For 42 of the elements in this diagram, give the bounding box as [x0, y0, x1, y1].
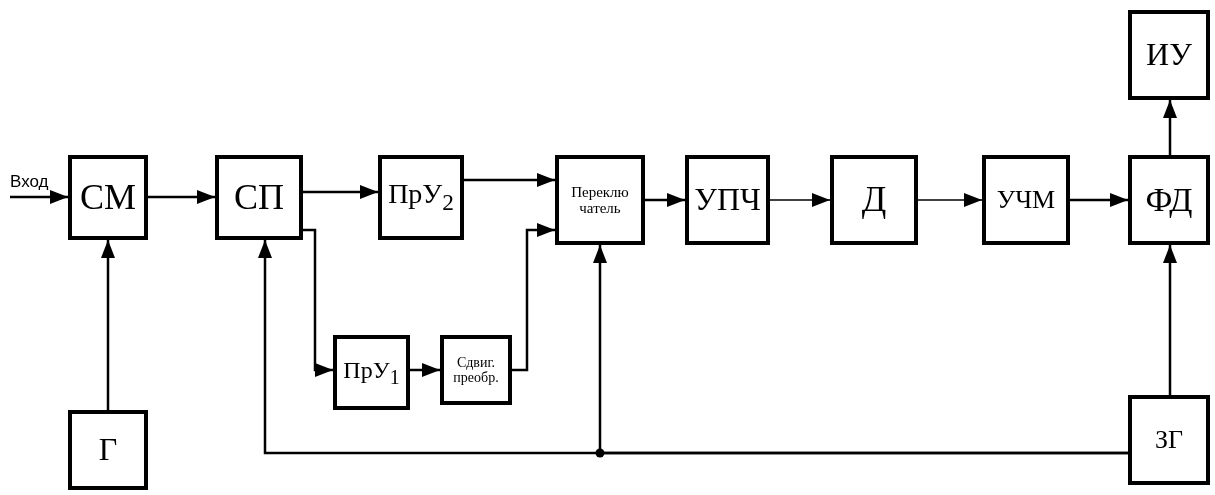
- block-box: [982, 155, 1070, 245]
- block-label: ИУ: [1146, 37, 1192, 73]
- arrow: [769, 193, 831, 207]
- arrow: [148, 190, 215, 204]
- arrow: [10, 190, 68, 204]
- block-box: [1128, 395, 1210, 485]
- block-box: [440, 335, 512, 405]
- block-label: СП: [234, 177, 284, 218]
- block-box: [685, 155, 770, 245]
- edge-label: Вход: [10, 172, 49, 192]
- arrow: [303, 185, 378, 199]
- block-box: [1128, 10, 1210, 100]
- arrow: [303, 228, 333, 377]
- arrow: [410, 363, 440, 377]
- block-box: [68, 410, 148, 490]
- block-label: Сдвиг. преобр.: [452, 354, 500, 386]
- arrow: [512, 223, 555, 372]
- block-box: [378, 155, 464, 240]
- block-label: ЗГ: [1154, 425, 1184, 455]
- arrow: [1163, 100, 1177, 155]
- arrow: [593, 245, 1128, 455]
- arrow: [101, 240, 115, 410]
- block-label: Г: [98, 432, 118, 468]
- block-label: ФД: [1145, 181, 1193, 219]
- block-label: Д: [861, 180, 887, 220]
- arrow: [464, 173, 555, 187]
- block-box: [830, 155, 918, 245]
- arrow: [645, 193, 685, 207]
- block-box: [1128, 155, 1210, 245]
- block-box: [333, 335, 410, 410]
- block-box: [215, 155, 303, 240]
- block-box: [555, 155, 645, 245]
- block-box: [68, 155, 148, 240]
- arrow: [1163, 245, 1177, 395]
- block-label: ПрУ$_{2}$: [388, 179, 454, 216]
- block-label: УПЧ: [694, 182, 761, 218]
- arrow: [917, 193, 983, 207]
- block-label: Переклю чатель: [570, 183, 630, 217]
- block-label: УЧМ: [996, 185, 1056, 215]
- arrow: [1070, 193, 1128, 207]
- block-label: ПрУ$_{1}$: [343, 357, 400, 388]
- block-label: СМ: [80, 177, 136, 218]
